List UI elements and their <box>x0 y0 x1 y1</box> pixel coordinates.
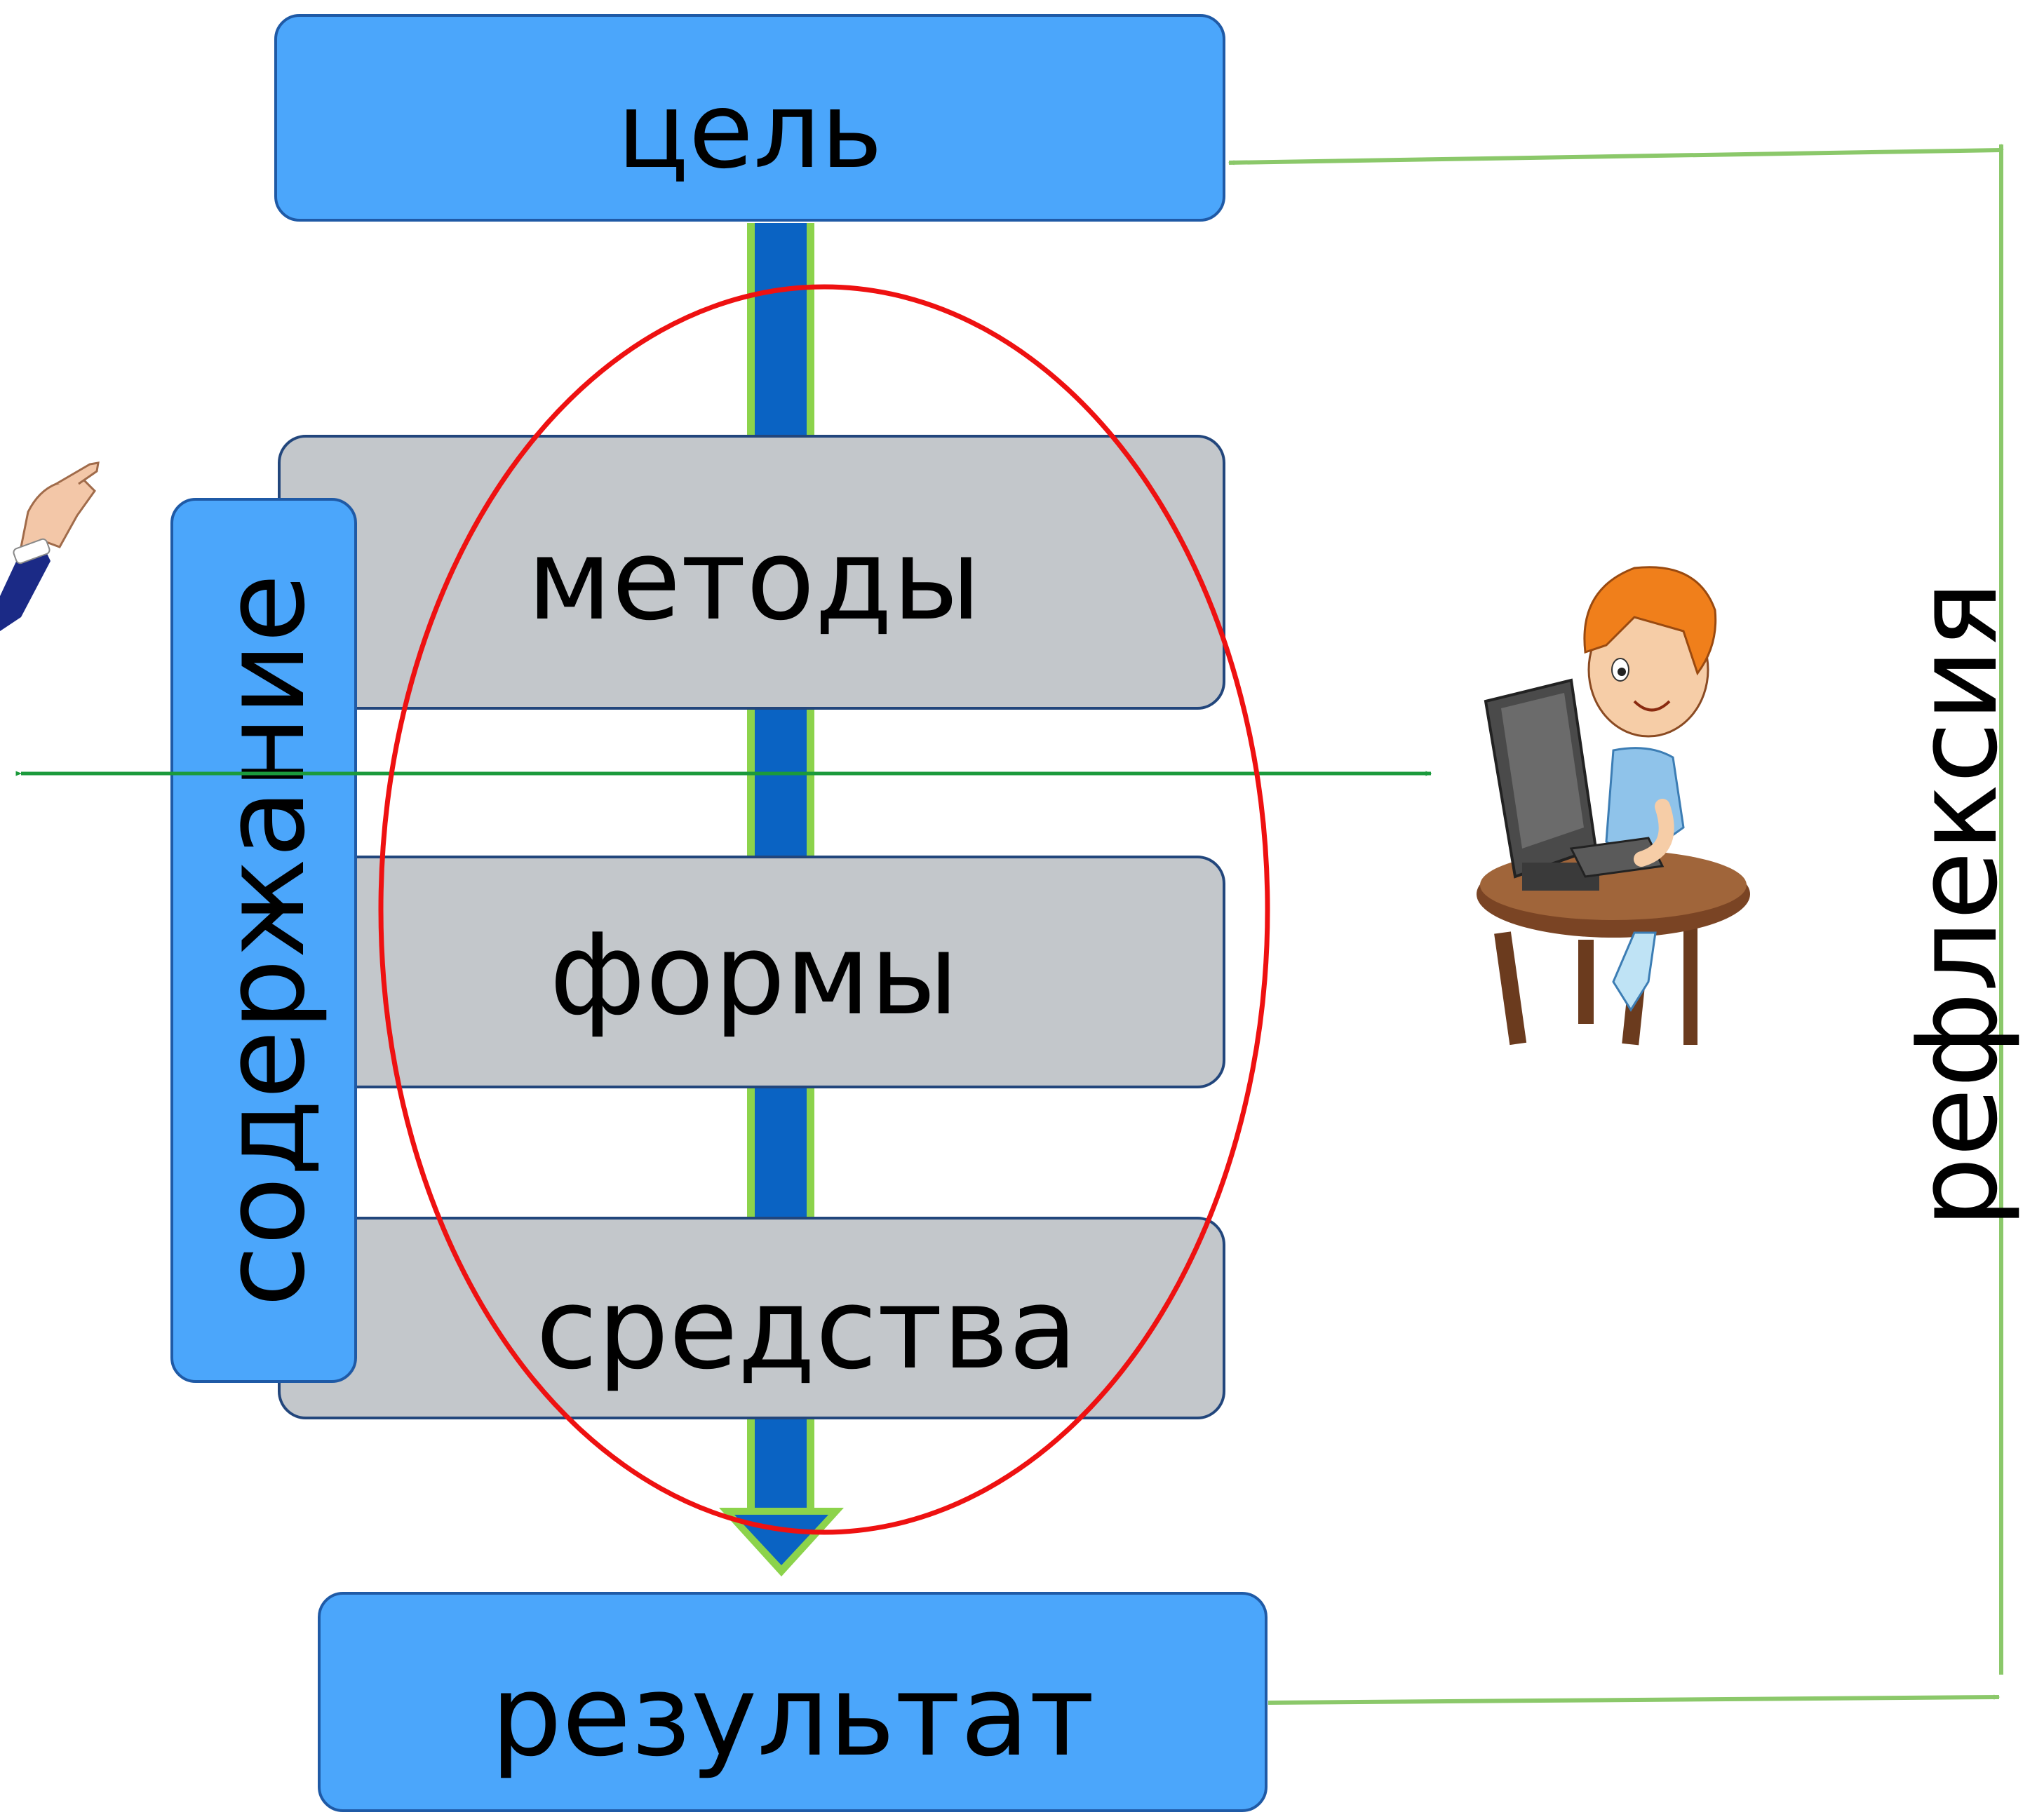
forms-box: формы <box>278 856 1225 1088</box>
methods-box: методы <box>278 435 1225 710</box>
means-label: средства <box>536 1263 1077 1394</box>
content-box: содержание <box>170 498 357 1383</box>
reflection-feedback-loop: рефлексия <box>1228 143 2022 1705</box>
goal-box: цель <box>274 14 1225 222</box>
focus-ellipse <box>378 284 1270 1535</box>
pointing-hand-icon <box>0 461 100 631</box>
result-box: результат <box>318 1592 1268 1812</box>
content-label: содержание <box>199 574 330 1307</box>
means-box: средства <box>278 1217 1225 1419</box>
result-label: результат <box>491 1650 1095 1781</box>
boy-at-computer-icon <box>1477 566 1750 1046</box>
reflection-to-goal-arrow <box>1228 148 2002 166</box>
forms-label: формы <box>549 909 958 1040</box>
result-to-reflection-arrow <box>1268 1694 2001 1705</box>
goal-label: цель <box>617 70 883 192</box>
methods-label: методы <box>527 514 981 645</box>
reflection-label: рефлексия <box>1891 581 2022 1228</box>
